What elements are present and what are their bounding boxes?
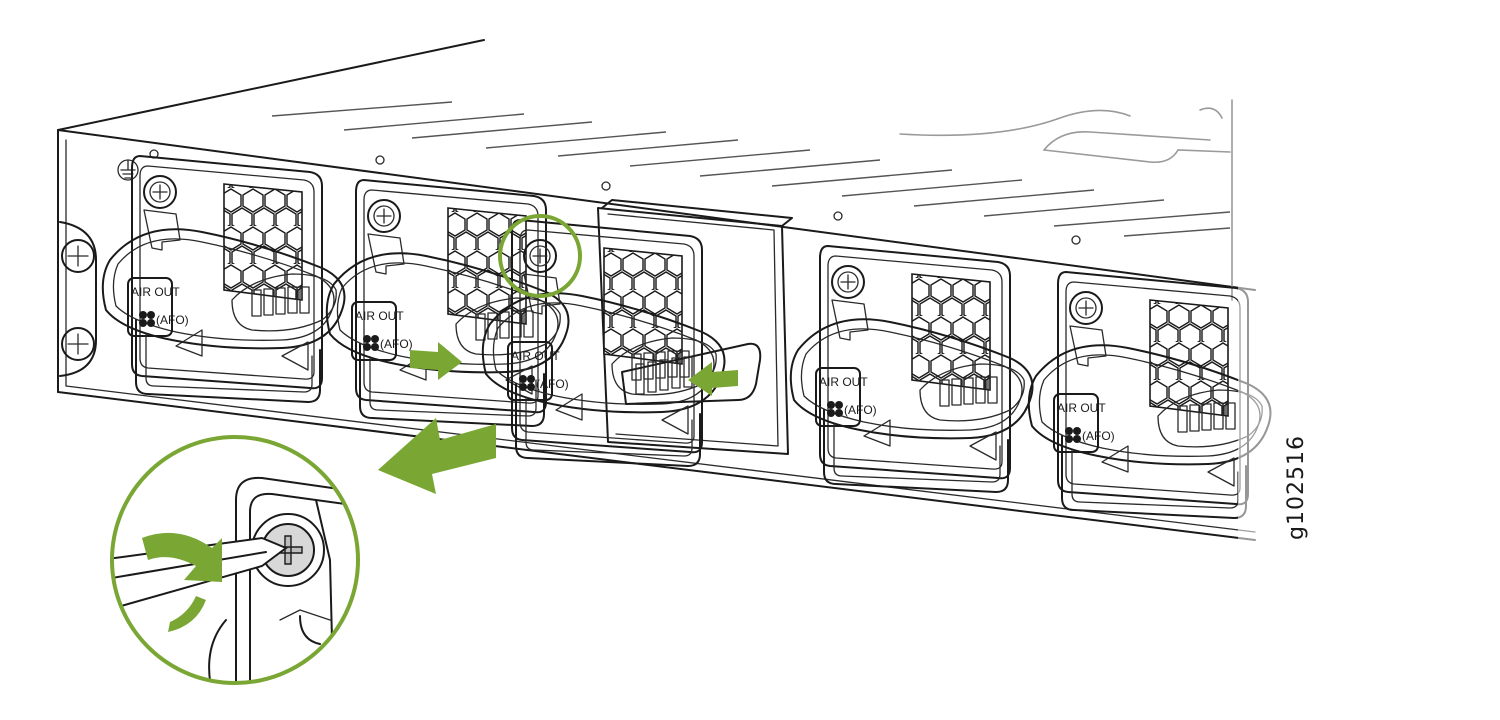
figure-id-label: g102516 — [1284, 435, 1309, 540]
fan-module-2-label-line2: (AFO) — [380, 337, 413, 351]
top-vents — [271, 101, 1231, 237]
fan-icon — [827, 401, 843, 417]
top-logo-outline — [899, 107, 1231, 164]
pull-out-arrow-icon — [378, 418, 496, 494]
squeeze-arrow-right-icon — [688, 362, 738, 396]
fan-icon — [363, 335, 379, 351]
fan-module-4-label-line2: (AFO) — [844, 403, 877, 417]
chassis — [57, 39, 1256, 541]
fan-module-2-label-line1: AIR OUT — [355, 309, 404, 323]
fan-module-2: AIR OUT (AFO) — [325, 179, 570, 427]
counterclockwise-rotation-arrow-icon — [142, 532, 222, 582]
fan-module-3-label-line2: (AFO) — [536, 377, 569, 391]
fan-module-3-being-removed: AIR OUT (AFO) — [481, 199, 793, 467]
chassis-top-edge — [57, 39, 485, 131]
fan-module-5-label-line1: AIR OUT — [1057, 401, 1106, 415]
chassis-front-top-edge — [57, 129, 1256, 291]
fan-module-5-label-line2: (AFO) — [1082, 429, 1115, 443]
fan-icon — [139, 311, 155, 327]
fan-icon — [1065, 427, 1081, 443]
release-latch — [621, 342, 762, 405]
fan-module-3-label-line1: AIR OUT — [511, 349, 560, 363]
fan-module-1-label-line1: AIR OUT — [131, 285, 180, 299]
fan-module-1: AIR OUT (AFO) — [101, 155, 346, 403]
rack-mount-screws — [59, 221, 97, 377]
fan-module-5: AIR OUT (AFO) — [1027, 271, 1272, 519]
squeeze-arrow-left-icon — [410, 342, 462, 380]
fan-module-4-label-line1: AIR OUT — [819, 375, 868, 389]
fan-module-1-label-line2: (AFO) — [156, 313, 189, 327]
ground-symbol-icon — [117, 159, 139, 181]
detail-zoom-border — [110, 435, 360, 685]
captive-screw-highlight-circle — [498, 214, 582, 298]
captive-screw-detail-zoom — [110, 435, 360, 685]
fan-module-4: AIR OUT (AFO) — [789, 245, 1034, 493]
fan-icon — [519, 375, 535, 391]
chassis-bottom-edge — [57, 391, 1256, 541]
